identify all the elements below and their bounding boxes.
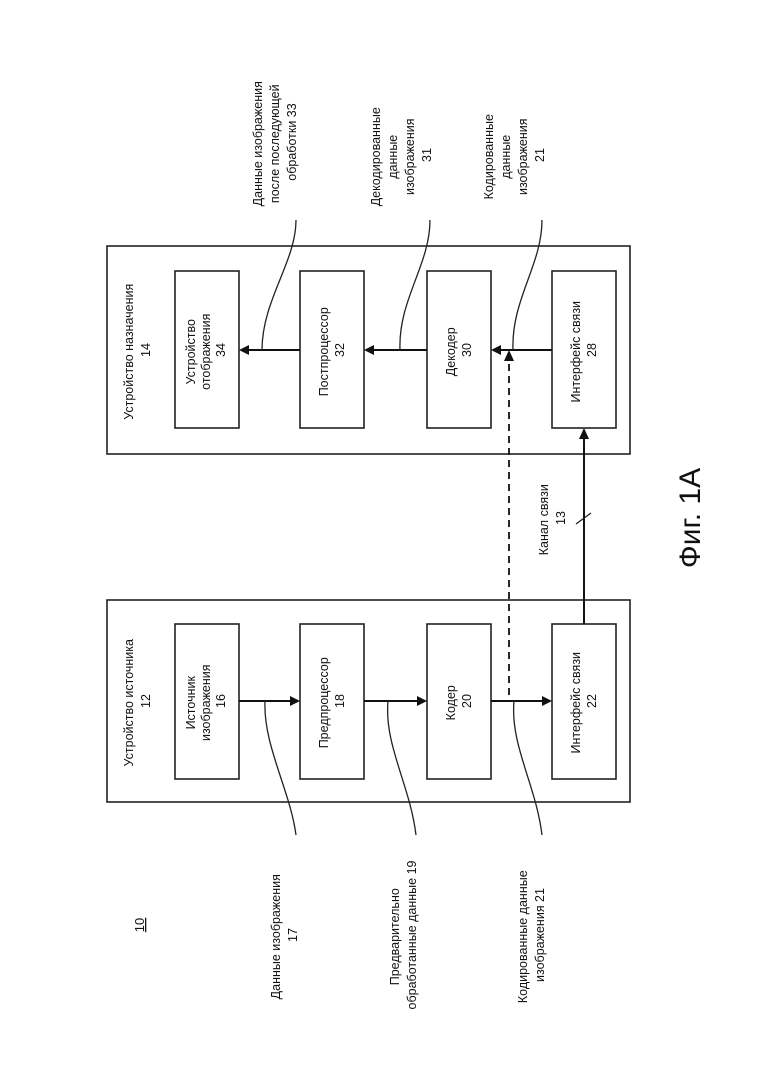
preprocessor-block: Предпроцессор 18 <box>300 624 364 779</box>
svg-text:Предварительно обработан: Предварительно обработанные данные 19 <box>388 860 419 1009</box>
postprocessor-block: Постпроцессор 32 <box>300 271 364 428</box>
svg-text:Данные изображения после: Данные изображения после последующей обр… <box>251 78 299 207</box>
figure-reference-number: 10 <box>132 918 147 932</box>
svg-text:Данные изображения 17: Данные изображения 17 <box>269 871 300 1000</box>
encoder-block: Кодер 20 <box>427 624 491 779</box>
source-device: Устройство источника 12 Источник изображ… <box>107 600 630 802</box>
display-device-block: Устройство отображения 34 <box>175 271 239 428</box>
svg-text:Кодированные данные: Кодированные данные изображения 21 <box>482 111 547 200</box>
figure-title: Фиг. 1A <box>674 468 707 568</box>
destination-device: Устройство назначения 14 Устройство отоб… <box>107 246 630 454</box>
channel-label: Канал связи 13 <box>537 481 568 556</box>
svg-text:Кодированные данные изоб: Кодированные данные изображения 21 <box>516 867 547 1003</box>
source-comm-interface-block: Интерфейс связи 22 <box>552 624 616 779</box>
svg-text:Декодированные данные: Декодированные данные изображения 31 <box>369 104 434 207</box>
communication-channel: Канал связи 13 <box>537 428 591 624</box>
decoder-block: Декодер 30 <box>427 271 491 428</box>
image-source-block: Источник изображения 16 <box>175 624 239 779</box>
destination-comm-interface-block: Интерфейс связи 28 <box>552 271 616 428</box>
